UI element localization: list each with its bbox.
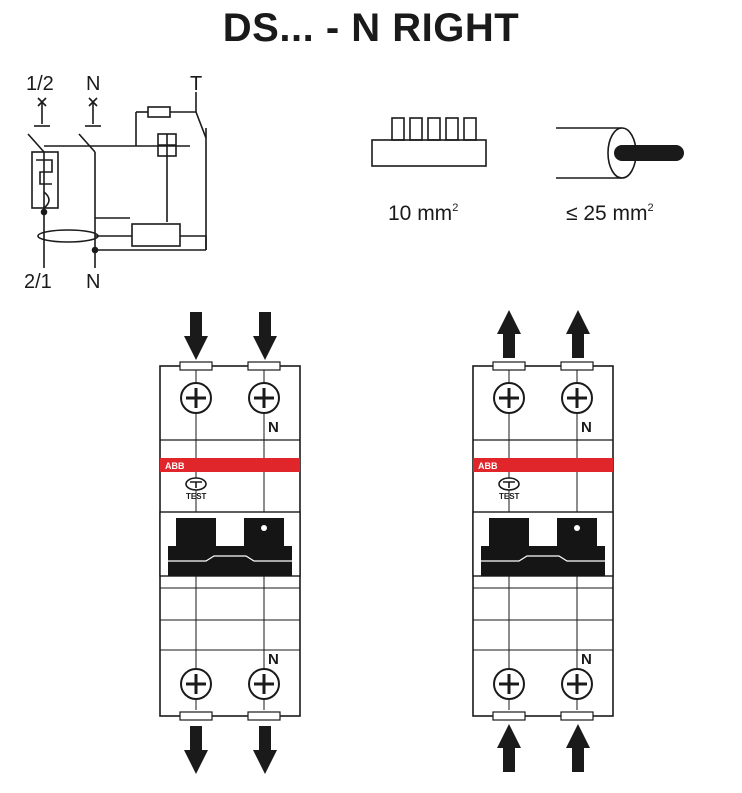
arrow-down-icon <box>253 312 277 360</box>
test-label-t: T <box>190 73 202 95</box>
circuit-schematic: 1/2 N T 2/1 N <box>24 73 207 293</box>
arrow-down-icon <box>253 726 277 774</box>
terminal-label-1-2: 1/2 <box>26 73 54 95</box>
breaker-device-left: N ABB TEST N <box>159 312 301 774</box>
neutral-marker-top: N <box>268 419 279 436</box>
terminal-label-n-bottom: N <box>86 271 100 293</box>
test-label: TEST <box>499 492 520 501</box>
arrow-up-icon <box>497 724 521 772</box>
arrow-down-icon <box>184 726 208 774</box>
terminal-label-2-1: 2/1 <box>24 271 52 293</box>
terminal-label-n-top: N <box>86 73 100 95</box>
neutral-marker-bottom: N <box>581 651 592 668</box>
cable-icon <box>556 127 684 179</box>
busbar-section-label: 10 mm2 <box>388 202 458 225</box>
test-label: TEST <box>186 492 207 501</box>
breaker-device-right: N ABB TEST N <box>472 310 614 772</box>
brand-logo: ABB <box>478 461 498 471</box>
cable-section-label: ≤ 25 mm2 <box>566 202 654 225</box>
arrow-up-icon <box>497 310 521 358</box>
arrow-down-icon <box>184 312 208 360</box>
neutral-marker-bottom: N <box>268 651 279 668</box>
brand-logo: ABB <box>165 461 185 471</box>
neutral-marker-top: N <box>581 419 592 436</box>
page-title: DS... - N RIGHT <box>222 6 520 50</box>
busbar-icon <box>371 117 487 167</box>
arrow-up-icon <box>566 724 590 772</box>
arrow-up-icon <box>566 310 590 358</box>
